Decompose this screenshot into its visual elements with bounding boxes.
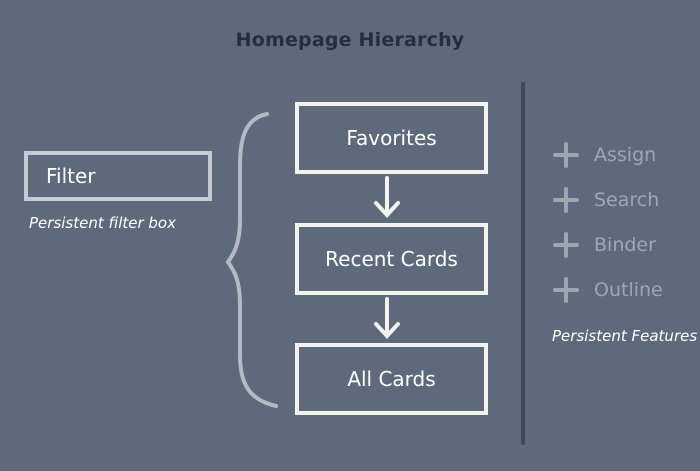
curly-brace — [225, 112, 278, 408]
filter-box: Filter — [24, 151, 212, 201]
all-cards-label: All Cards — [347, 367, 436, 391]
filter-label: Filter — [46, 164, 96, 188]
plus-icon — [553, 232, 579, 258]
plus-icon — [553, 187, 579, 213]
arrow-down-icon — [374, 297, 400, 339]
recent-cards-box: Recent Cards — [295, 223, 488, 295]
feature-item-assign: Assign — [553, 142, 656, 168]
arrow-down-icon — [374, 176, 400, 218]
all-cards-box: All Cards — [295, 343, 488, 415]
feature-label: Search — [594, 189, 660, 211]
feature-label: Outline — [594, 279, 663, 301]
features-note: Persistent Features — [552, 327, 698, 345]
feature-item-outline: Outline — [553, 277, 663, 303]
feature-label: Assign — [594, 144, 657, 166]
favorites-box: Favorites — [295, 102, 488, 174]
plus-icon — [553, 277, 579, 303]
feature-item-search: Search — [553, 187, 659, 213]
diagram-title: Homepage Hierarchy — [235, 29, 465, 51]
feature-item-binder: Binder — [553, 232, 656, 258]
recent-cards-label: Recent Cards — [325, 247, 458, 271]
plus-icon — [553, 142, 579, 168]
filter-note: Persistent filter box — [29, 214, 176, 232]
feature-label: Binder — [594, 234, 656, 256]
favorites-label: Favorites — [346, 126, 437, 150]
